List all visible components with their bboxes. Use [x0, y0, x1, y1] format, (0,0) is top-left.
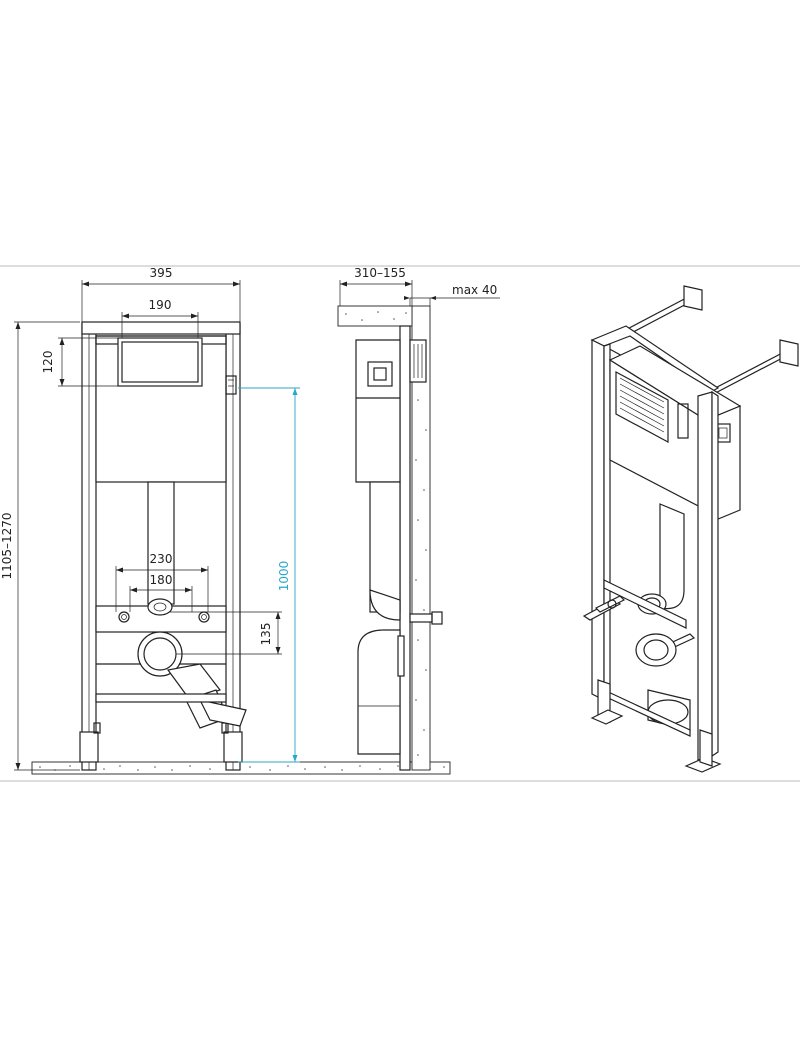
iso-cistern — [610, 346, 740, 524]
connection-plate — [96, 599, 226, 632]
dim-button-width: 190 — [149, 298, 172, 312]
dim-frame-width: 395 — [150, 266, 173, 280]
flush-plate-opening — [118, 338, 202, 386]
dim-wall-max: max 40 — [452, 283, 497, 297]
iso-flush-pipe — [638, 504, 684, 614]
cistern-front — [96, 336, 236, 482]
dim-connection-outer: 230 — [150, 552, 173, 566]
dim-depth: 310–155 — [354, 266, 406, 280]
side-upright — [400, 326, 410, 770]
dim-drain-height: 135 — [259, 623, 273, 646]
dim-button-height: 120 — [41, 351, 55, 374]
flush-pipe-side — [370, 482, 400, 620]
isometric-view — [584, 286, 798, 772]
drain-bend-front — [96, 632, 246, 728]
dim-reference-height: 1000 — [277, 561, 291, 592]
dim-connection-inner: 180 — [150, 573, 173, 587]
iso-drain-bend — [604, 634, 690, 736]
side-view: 310–155 max 40 — [338, 266, 500, 770]
iso-left-upright — [592, 340, 610, 700]
side-dimensions: 310–155 max 40 — [340, 266, 500, 306]
dim-total-height: 1105–1270 — [0, 512, 14, 579]
